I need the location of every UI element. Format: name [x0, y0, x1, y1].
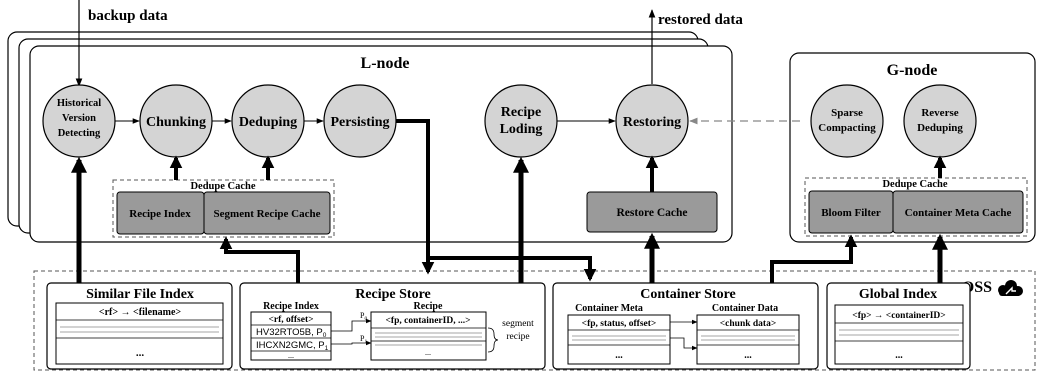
global-index: Global Index <fp> → <containerID> ... — [826, 282, 971, 370]
container-meta-header: <fp, status, offset> — [582, 319, 657, 329]
svg-text:Chunking: Chunking — [146, 115, 206, 130]
recipe-store-title: Recipe Store — [355, 287, 431, 302]
segment-brace — [487, 327, 499, 353]
gnode-dedupe-cache-title: Dedupe Cache — [882, 179, 947, 190]
recipe-index-cache-label: Recipe Index — [129, 208, 191, 220]
pointer-arrow-0 — [331, 318, 372, 332]
restore-cache-label: Restore Cache — [617, 207, 688, 219]
recipe-store: Recipe Store Recipe Index <rf, offset> H… — [239, 282, 546, 370]
global-index-title: Global Index — [859, 287, 937, 302]
container-data-title: Container Data — [712, 303, 778, 314]
svg-text:Compacting: Compacting — [818, 122, 876, 134]
container-meta-cache — [892, 190, 1024, 234]
bloom-filter-label: Bloom Filter — [821, 207, 881, 219]
cloud-icon — [998, 280, 1023, 296]
reverse-deduping-node: Reverse Deduping — [903, 84, 977, 158]
svg-text:Restoring: Restoring — [623, 115, 681, 130]
restoring-node: Restoring — [615, 84, 689, 158]
svg-text:Detecting: Detecting — [58, 128, 101, 139]
lnode-title: L-node — [361, 55, 410, 72]
container-data-ellipsis: ... — [744, 350, 752, 361]
recipe-index-ellipsis: ... — [288, 351, 294, 360]
svg-text:Persisting: Persisting — [330, 115, 389, 130]
svg-text:Reverse: Reverse — [921, 107, 958, 119]
recipe-title: Recipe — [414, 301, 443, 312]
global-index-ellipsis: ... — [895, 350, 903, 361]
svg-text:Historical: Historical — [57, 98, 101, 109]
meta-to-data-arrow-1 — [670, 337, 698, 351]
svg-text:Version: Version — [62, 113, 96, 124]
recipe-index-row-0: HV32RTO5B, P0 — [256, 327, 327, 339]
restored-data-label: restored data — [658, 12, 743, 28]
container-store: Container Store Container Meta <fp, stat… — [552, 282, 819, 370]
container-store-title: Container Store — [640, 287, 736, 302]
recipe-ellipsis: ... — [425, 348, 431, 357]
container-meta-ellipsis: ... — [615, 350, 623, 361]
similar-file-index-ellipsis: ... — [136, 347, 145, 359]
persisting-to-recipe-store-arrow — [396, 119, 435, 275]
pointer-label-1: P1 — [360, 334, 367, 345]
svg-text:Deduping: Deduping — [239, 115, 297, 130]
container-meta-cache-label: Container Meta Cache — [905, 207, 1012, 219]
segment-recipe-cache-label: Segment Recipe Cache — [214, 208, 321, 220]
segment-recipe-label-1: recipe — [506, 332, 529, 342]
svg-text:Sparse: Sparse — [831, 107, 863, 119]
similar-file-index: Similar File Index <rf> → <filename> ... — [46, 282, 233, 370]
recipe-store-to-cache-arrow — [219, 236, 300, 283]
svg-text:Loding: Loding — [500, 122, 543, 137]
gnode-title: G-node — [887, 62, 938, 79]
lnode-dedupe-cache-title: Dedupe Cache — [190, 181, 255, 192]
sparse-compacting-node: Sparse Compacting — [810, 84, 884, 158]
container-data-header: <chunk data> — [720, 319, 777, 329]
similar-file-index-title: Similar File Index — [86, 287, 194, 302]
svg-text:Deduping: Deduping — [917, 122, 963, 134]
recipe-index-header: <rf, offset> — [268, 315, 313, 325]
global-index-entry: <fp> → <containerID> — [852, 311, 945, 321]
segment-recipe-cache — [203, 191, 331, 235]
persisting-node: Persisting — [323, 84, 397, 158]
backup-data-label: backup data — [88, 8, 168, 24]
chunking-node: Chunking — [139, 84, 213, 158]
recipe-loading-node: Recipe Loding — [484, 84, 558, 158]
recipe-header: <fp, containerID, ...> — [386, 316, 471, 326]
segment-recipe-label-0: segment — [502, 319, 534, 329]
recipe-index-title: Recipe Index — [263, 301, 319, 312]
persisting-to-container-store-arrow — [428, 256, 597, 282]
historical-version-detecting-node: Historical Version Detecting — [42, 84, 116, 158]
pointer-label-0: P0 — [360, 311, 367, 322]
container-store-to-bloom-arrow — [770, 234, 858, 283]
deduping-node: Deduping — [231, 84, 305, 158]
recipe-index-row-1: IHCXN2GMC, P1 — [256, 340, 329, 352]
container-meta-title: Container Meta — [575, 303, 643, 314]
svg-text:Recipe: Recipe — [501, 105, 541, 120]
oss-region — [33, 270, 1036, 371]
pointer-arrow-1 — [331, 340, 372, 346]
similar-file-index-entry: <rf> → <filename> — [99, 307, 182, 318]
